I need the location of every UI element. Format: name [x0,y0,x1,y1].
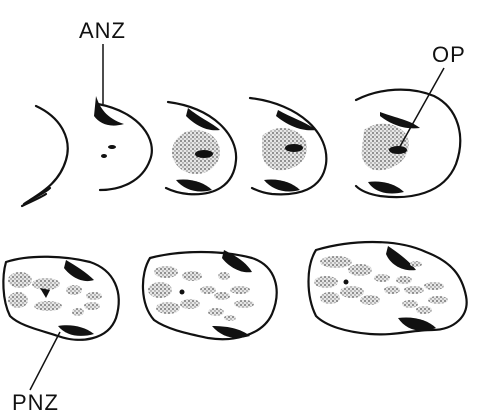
pnz-label: PNZ [12,392,59,414]
limb-bud-stage-4 [250,98,326,194]
op-label: OP [432,44,466,66]
limb-bud-stage-6 [3,257,118,390]
op-leader-line [398,68,444,150]
anz-label: ANZ [79,20,126,42]
limb-bud-stage-5 [356,68,460,197]
limb-bud-stage-2 [94,96,152,190]
limb-bud-stage-3 [166,102,236,194]
limb-bud-stage-1 [22,106,68,206]
pnz-leader-line [30,332,60,390]
limb-bud-stage-7 [143,250,277,339]
limb-bud-stage-8 [309,242,467,334]
